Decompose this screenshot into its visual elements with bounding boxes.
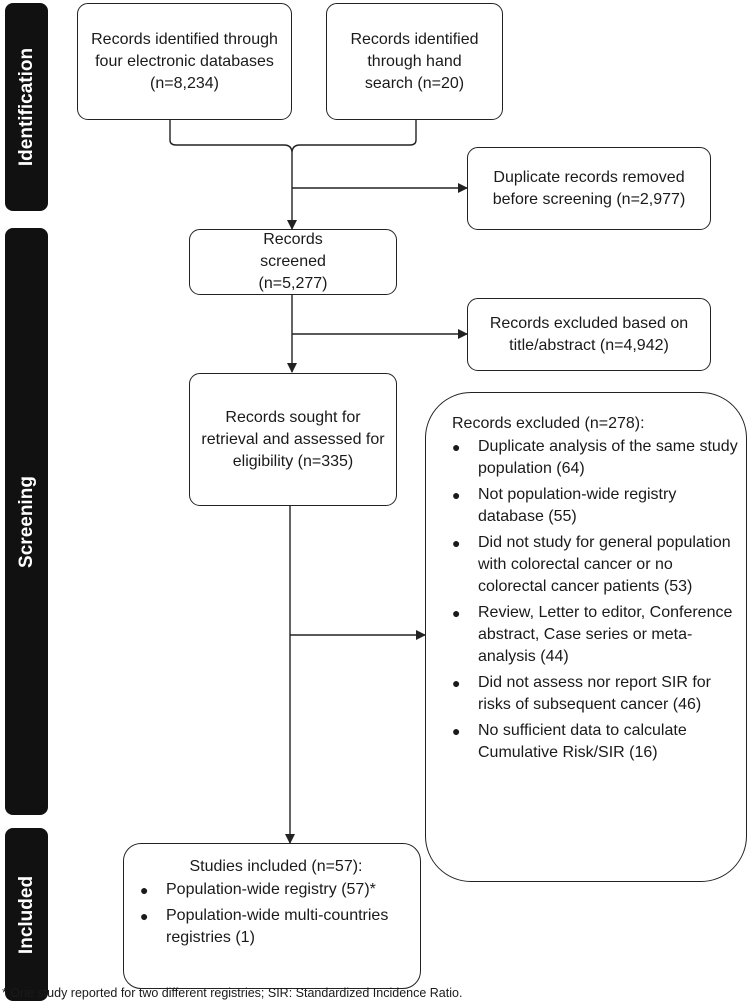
excluded-heading: Records excluded (n=278): — [452, 415, 645, 432]
box-screened: Records screened (n=5,277) — [189, 229, 397, 295]
bullet-icon: ● — [140, 908, 149, 924]
box-hand-search: Records identified through hand search (… — [326, 3, 503, 120]
included-list: Studies included (n=57): ●Population-wid… — [140, 856, 412, 953]
box-duplicates: Duplicate records removed before screeni… — [467, 147, 711, 230]
included-heading: Studies included (n=57): — [189, 858, 363, 875]
box-sought-assessed: Records sought for retrieval and assesse… — [189, 373, 397, 506]
bullet-icon: ● — [452, 439, 461, 455]
phase-included: Included — [5, 828, 48, 1001]
bullet-icon: ● — [140, 882, 149, 898]
box-databases: Records identified through four electron… — [77, 3, 292, 120]
footnote: * One study reported for two different r… — [2, 986, 463, 1000]
list-item: ●Did not study for general population wi… — [452, 534, 731, 595]
phase-identification: Identification — [5, 3, 48, 211]
list-item: ●Not population-wide registry database (… — [452, 486, 677, 525]
bullet-icon: ● — [452, 487, 461, 503]
list-item: ●Population-wide registry (57)* — [140, 879, 412, 901]
list-item: ●Did not assess nor report SIR for risks… — [452, 674, 711, 713]
bullet-icon: ● — [452, 675, 461, 691]
brace-connector — [169, 120, 417, 154]
list-item: ●Review, Letter to editor, Conference ab… — [452, 604, 733, 665]
bullet-icon: ● — [452, 605, 461, 621]
bullet-icon: ● — [452, 723, 461, 739]
phase-screening: Screening — [5, 228, 48, 815]
box-studies-included: Studies included (n=57): ●Population-wid… — [123, 843, 421, 989]
list-item: ●Population-wide multi-countries registr… — [140, 907, 389, 946]
list-item: ●Duplicate analysis of the same study po… — [452, 438, 738, 477]
excluded-list: Records excluded (n=278): ●Duplicate ana… — [452, 413, 740, 768]
bullet-icon: ● — [452, 535, 461, 551]
box-excluded-full-text: Records excluded (n=278): ●Duplicate ana… — [425, 392, 747, 882]
list-item: ●No sufficient data to calculate Cumulat… — [452, 722, 687, 761]
box-excluded-title-abstract: Records excluded based on title/abstract… — [467, 298, 711, 371]
